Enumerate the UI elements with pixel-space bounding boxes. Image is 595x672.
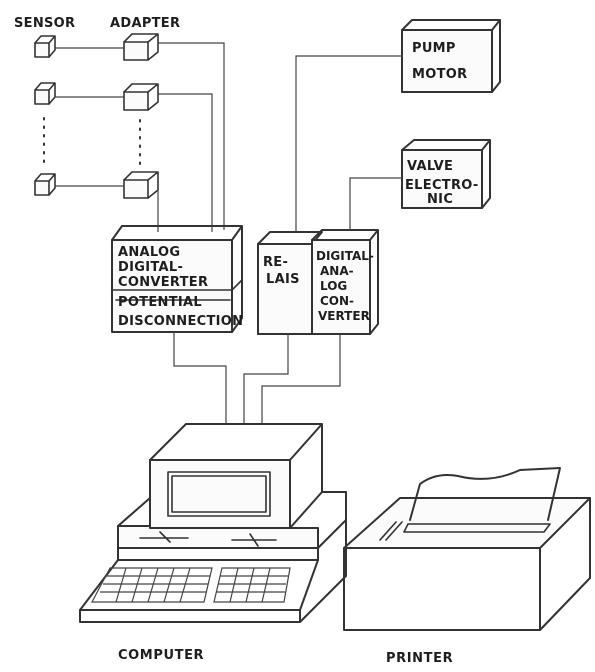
sensor-3	[34, 173, 56, 196]
sensor-header: SENSOR	[14, 16, 75, 31]
wire-relais-computer	[243, 334, 289, 424]
sensor-1	[34, 35, 56, 58]
pump-motor-box	[401, 19, 501, 93]
computer-caption: COMPUTER	[118, 648, 204, 663]
wire-adapter1-adc	[158, 42, 225, 230]
adc-block	[111, 225, 243, 333]
adapter-header: ADAPTER	[110, 16, 180, 31]
wire-dac-valve	[349, 177, 402, 230]
valve-electronic-box	[401, 139, 491, 209]
adapter-2	[123, 83, 159, 111]
wire-adapter2-adc	[158, 93, 213, 232]
printer-illustration	[343, 467, 591, 631]
wire-relais-pump	[295, 55, 402, 232]
printer-caption: PRINTER	[386, 651, 453, 666]
relais-label: RE- LAIS	[263, 255, 300, 287]
wire-adc-computer	[173, 332, 227, 424]
valve-electronic-label: VALVE ELECTRO- NIC	[405, 159, 483, 207]
pump-motor-label: PUMP MOTOR	[412, 41, 467, 82]
dac-label: DIGITAL- ANA- LOG CON- VERTER	[316, 249, 378, 323]
wire-dac-computer	[261, 334, 341, 424]
adapter-3	[123, 171, 159, 199]
potential-disconnection-label: POTENTIAL DISCONNECTION	[118, 295, 243, 329]
sensor-2	[34, 82, 56, 105]
adapter-1	[123, 33, 159, 61]
adc-label: ANALOG DIGITAL- CONVERTER	[118, 245, 208, 290]
computer-illustration	[79, 423, 347, 623]
